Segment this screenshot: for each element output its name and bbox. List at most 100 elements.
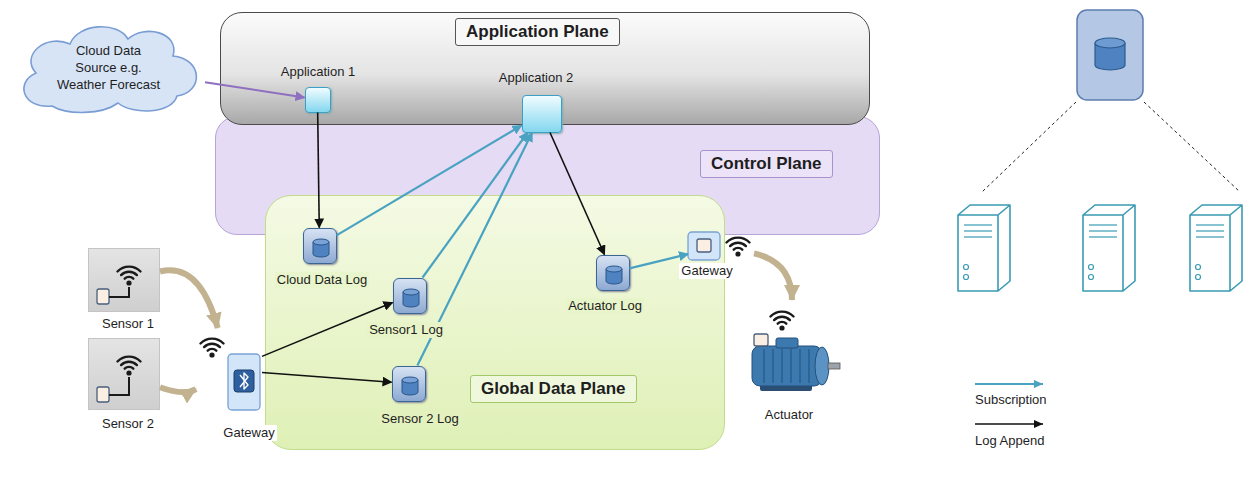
server-led	[1196, 265, 1201, 270]
wifi-dot	[126, 280, 131, 285]
wifi-arc	[125, 277, 134, 279]
node-label: Cloud Data Log	[275, 272, 369, 288]
top-database	[1077, 10, 1143, 100]
log-box: Cloud Data Log	[303, 228, 337, 264]
wifi-arc	[204, 344, 220, 347]
wifi-arc	[125, 367, 134, 369]
wifi-arc	[121, 362, 137, 365]
icon	[394, 279, 428, 315]
server-led	[964, 275, 969, 280]
sensor-box: Sensor 2	[88, 338, 160, 410]
motor-fin	[781, 349, 783, 383]
application-box: Application 2	[522, 95, 562, 133]
connector	[160, 387, 196, 392]
icon	[89, 249, 161, 313]
bluetooth-square	[234, 370, 254, 392]
server-led	[1089, 275, 1094, 280]
server-led	[1196, 275, 1201, 280]
icon	[196, 328, 262, 412]
server-outline	[1190, 205, 1242, 291]
sensor-wire	[109, 377, 129, 395]
node-label: Sensor 2	[102, 416, 154, 432]
plane-title: Application Plane	[455, 18, 620, 46]
node-label: Application 2	[499, 70, 573, 86]
wifi-dot	[779, 325, 784, 330]
server-slot	[964, 224, 992, 225]
database-top	[403, 289, 419, 295]
database-top	[313, 239, 329, 245]
motor-fin	[763, 349, 765, 383]
gateway-body	[688, 232, 720, 260]
server-slot	[1089, 236, 1117, 237]
motor-shaft	[828, 363, 840, 369]
node-label: Sensor 1	[102, 316, 154, 332]
connector	[262, 303, 393, 357]
server-slot	[1089, 230, 1117, 231]
wifi-arc	[117, 267, 140, 272]
legend-label: Subscription	[975, 392, 1047, 408]
gateway-box: Gateway	[196, 328, 262, 412]
icon	[89, 339, 161, 411]
cloud-shape	[24, 27, 197, 113]
bluetooth-glyph	[240, 373, 248, 389]
log-box: Sensor1 Log	[393, 278, 427, 314]
wifi-arc	[734, 248, 743, 250]
connector	[630, 254, 689, 268]
legend-label: Log Append	[975, 433, 1044, 449]
plane-title: Global Data Plane	[470, 375, 637, 403]
node-label: Application 1	[281, 64, 355, 80]
device-square	[97, 289, 109, 304]
connector	[160, 270, 218, 328]
server-slot	[964, 230, 992, 231]
server-slot	[1196, 230, 1224, 231]
log-box: Actuator Log	[596, 255, 630, 291]
application-plane-band: Application 1 Application 2 Application Pl…	[220, 12, 870, 125]
server-outline	[958, 205, 1010, 291]
wifi-dot	[126, 370, 131, 375]
node-label: Sensor1 Log	[367, 322, 445, 338]
node-label: Gateway	[221, 425, 276, 441]
wifi-arc	[770, 312, 793, 317]
node-label: Actuator Log	[566, 298, 644, 314]
device-square	[754, 334, 768, 346]
log-box: Sensor 2 Log	[392, 366, 426, 402]
actuator-motor: Actuator	[742, 300, 842, 404]
database-top	[402, 377, 418, 383]
server-outline	[1083, 205, 1135, 291]
database-top	[1095, 38, 1125, 48]
icon	[393, 367, 427, 403]
device-square	[97, 387, 109, 402]
node-label: Gateway	[679, 263, 734, 279]
dashed-link	[1144, 102, 1240, 192]
wifi-arc	[200, 339, 223, 344]
icon	[304, 229, 338, 265]
motor-fin	[799, 349, 801, 383]
connector	[754, 253, 792, 300]
sensor-wire	[109, 287, 129, 297]
connector	[262, 372, 392, 382]
cloud-label: Cloud Data Source e.g. Weather Forecast	[57, 42, 161, 93]
connector	[550, 133, 604, 255]
node-label: Actuator	[765, 407, 813, 423]
server-led	[964, 265, 969, 270]
gateway-body	[228, 354, 260, 410]
dashed-link	[982, 102, 1076, 192]
server-slot	[1089, 224, 1117, 225]
subscription-sample	[975, 383, 1043, 385]
wifi-arc	[730, 243, 746, 246]
motor-fin	[772, 349, 774, 383]
data-plane-band: Cloud Data LogSensor1 LogSensor 2 LogAct…	[265, 195, 725, 450]
sensor-box: Sensor 1	[88, 248, 160, 312]
connector	[417, 133, 532, 366]
server-slot	[964, 236, 992, 237]
database-top	[606, 266, 622, 272]
wifi-arc	[774, 317, 790, 320]
icon	[688, 232, 754, 260]
wifi-arc	[778, 322, 787, 324]
plane-title: Control Plane	[700, 150, 833, 178]
device-square	[697, 239, 711, 252]
motor-fin	[808, 349, 810, 383]
